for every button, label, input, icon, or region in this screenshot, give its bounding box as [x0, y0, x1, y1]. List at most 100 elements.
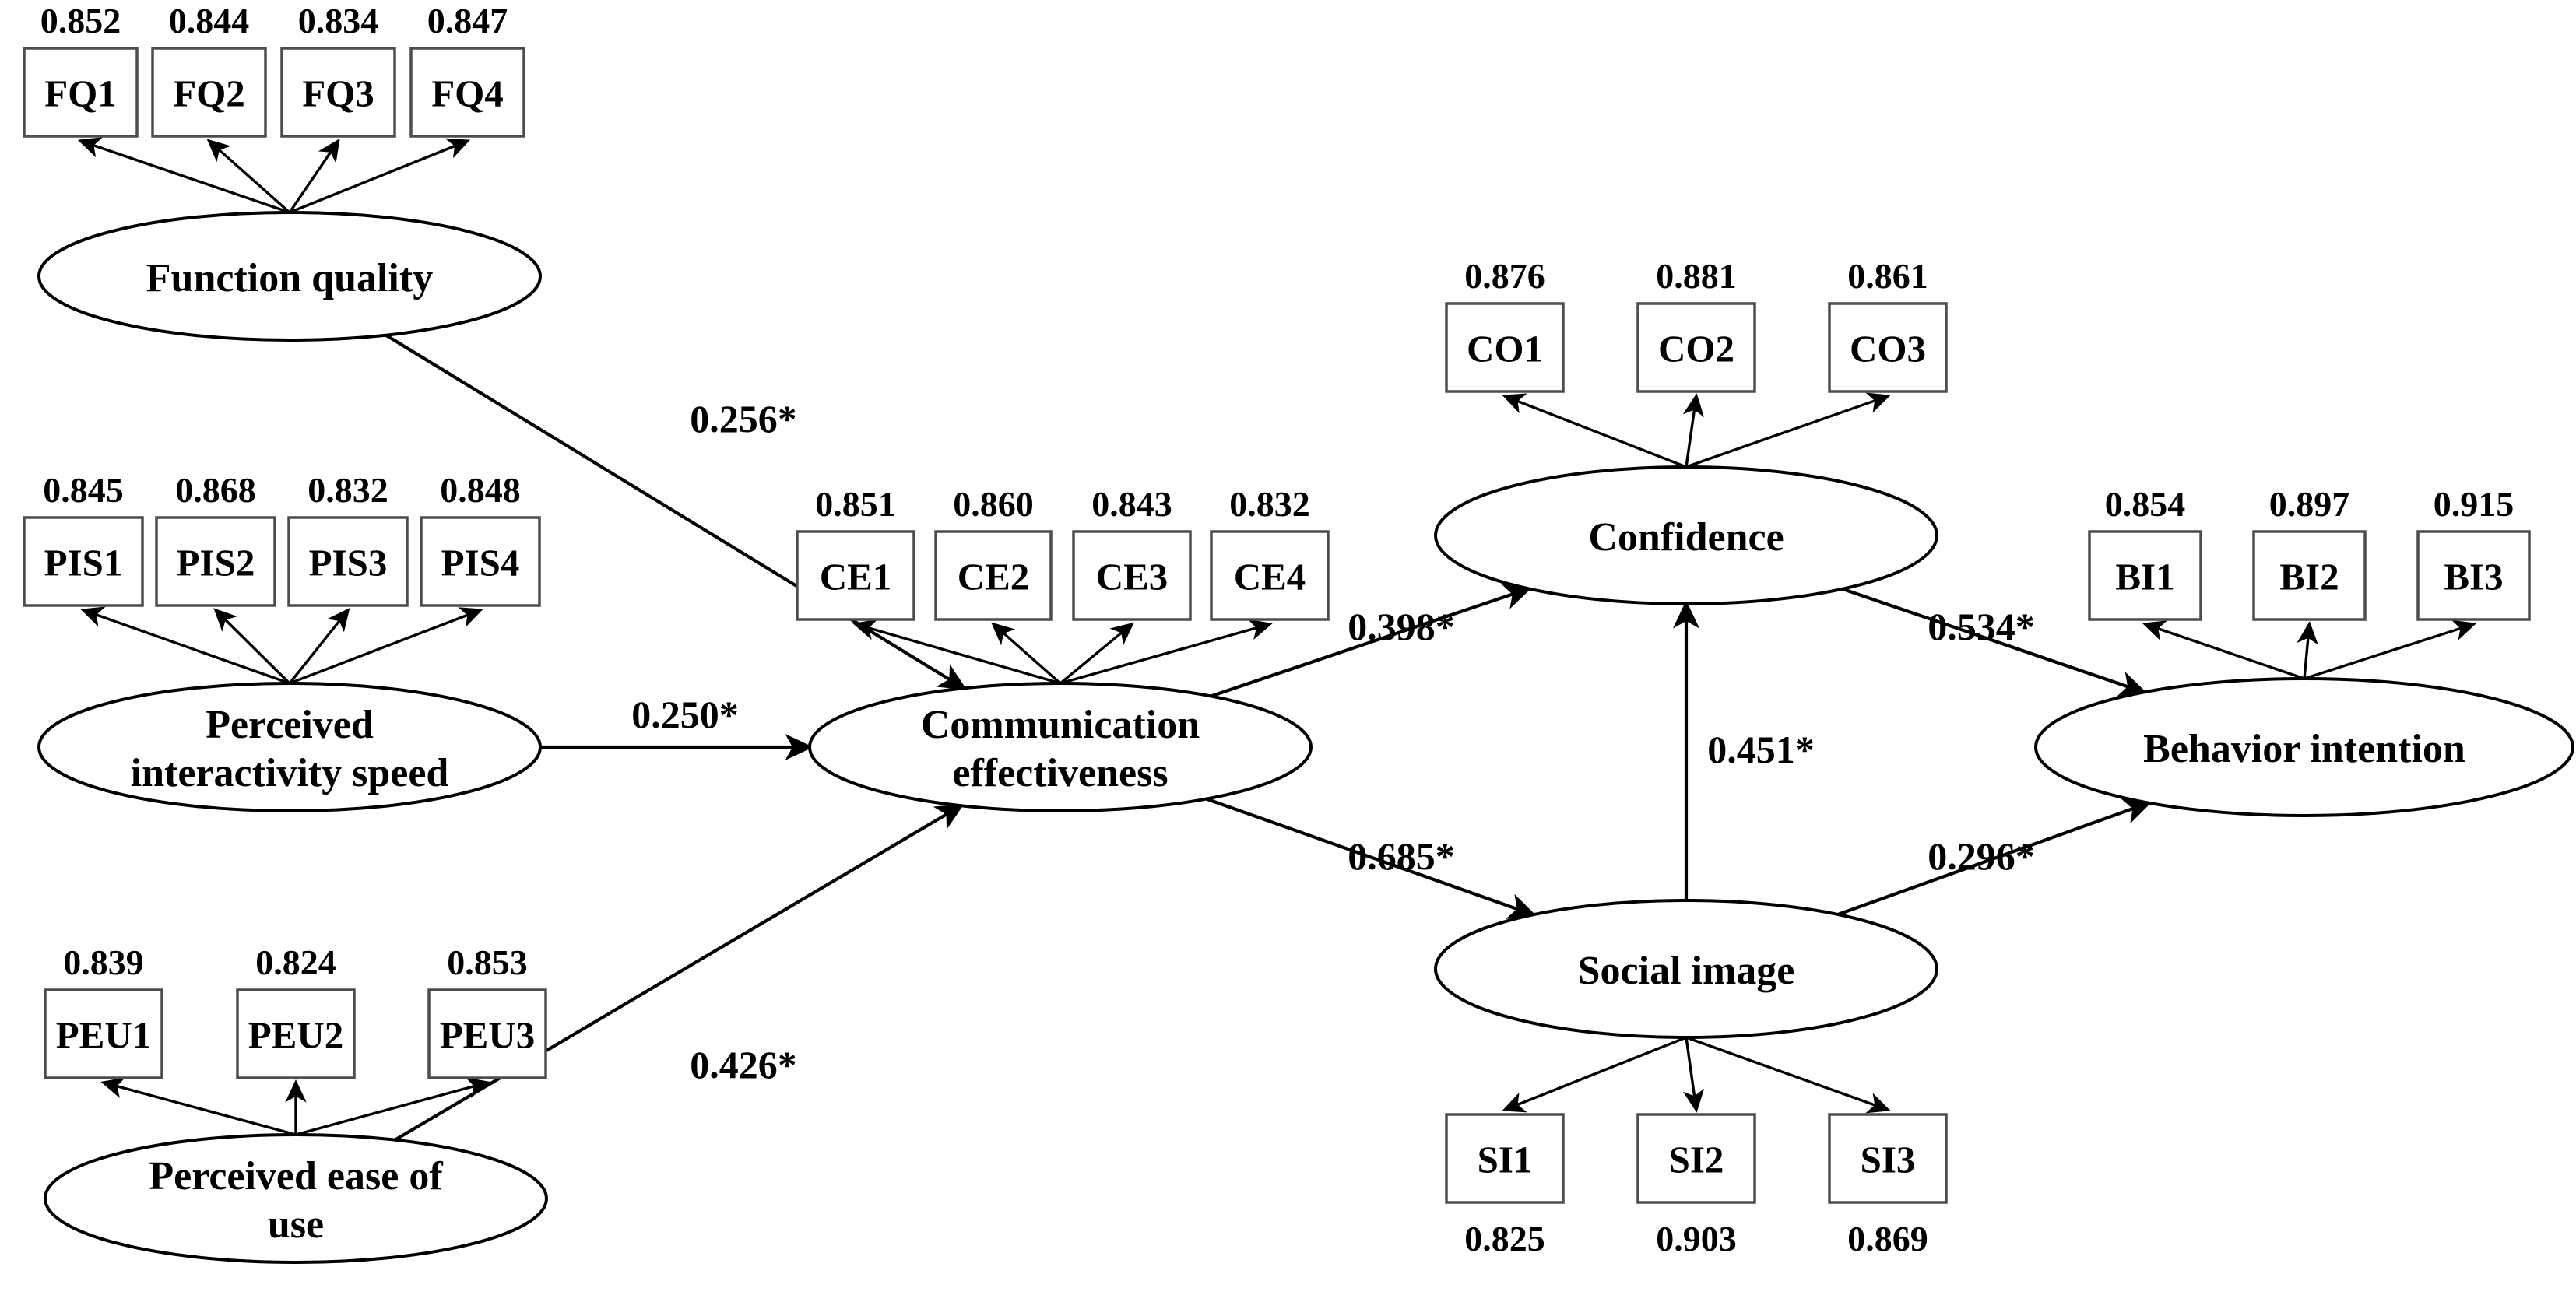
indicator-label-ce1: CE1 [820, 556, 892, 598]
construct-label-si: Social image [1578, 949, 1795, 993]
loading-arrow-bi1 [2142, 620, 2305, 680]
loading-value-bi3: 0.915 [2434, 484, 2514, 524]
indicator-label-fq2: FQ2 [173, 72, 245, 115]
path-coefficient-ce-si: 0.685* [1348, 834, 1455, 878]
path-coefficient-fq-ce: 0.256* [690, 397, 797, 440]
loading-value-pis1: 0.845 [43, 470, 124, 510]
indicator-boxes-layer: FQ10.852FQ20.844FQ30.834FQ40.847PIS10.84… [23, 1, 2531, 1258]
construct-label-ce: Communication [921, 703, 1200, 747]
indicator-label-fq1: FQ1 [44, 72, 117, 115]
indicator-box-si3[interactable] [1828, 1113, 1948, 1204]
construct-label-pis: Perceived [206, 703, 374, 747]
loading-arrow-fq2 [206, 139, 291, 214]
indicator-box-ce3[interactable] [1072, 530, 1192, 621]
indicator-box-fq4[interactable] [409, 47, 525, 138]
loading-arrow-peu3 [295, 1077, 490, 1136]
indicator-box-si1[interactable] [1445, 1113, 1565, 1204]
construct-ellipse-pis[interactable] [37, 682, 542, 812]
indicator-box-si2[interactable] [1636, 1113, 1756, 1204]
indicator-box-ce2[interactable] [934, 530, 1053, 621]
indicator-label-pis3: PIS3 [309, 542, 388, 584]
indicator-box-pis3[interactable] [287, 516, 409, 607]
indicator-box-fq1[interactable] [23, 47, 139, 138]
indicator-label-ce2: CE2 [958, 556, 1030, 598]
path-coefficient-co-bi: 0.534* [1928, 605, 2035, 648]
indicator-label-pis2: PIS2 [177, 542, 255, 584]
loading-arrow-si3 [1685, 1036, 1891, 1114]
indicator-box-ce4[interactable] [1210, 530, 1330, 621]
loading-value-fq3: 0.834 [298, 1, 379, 40]
path-coefficient-peu-ce: 0.426* [690, 1043, 797, 1086]
path-coefficient-si-co: 0.451* [1707, 728, 1815, 771]
indicator-label-pis4: PIS4 [441, 542, 520, 584]
structural-path-co-bi [1842, 587, 2148, 697]
construct-ellipse-si[interactable] [1434, 899, 1938, 1039]
indicator-label-peu3: PEU3 [440, 1014, 536, 1057]
indicator-label-pis1: PIS1 [44, 542, 123, 584]
loading-value-si1: 0.825 [1464, 1219, 1545, 1258]
construct-ellipse-co[interactable] [1434, 465, 1938, 605]
indicator-label-peu2: PEU2 [248, 1014, 344, 1057]
indicator-box-co1[interactable] [1445, 302, 1565, 393]
loading-arrow-co1 [1502, 393, 1687, 469]
loading-value-peu1: 0.839 [63, 942, 144, 982]
construct-ellipse-bi[interactable] [2034, 677, 2574, 817]
indicator-box-ce1[interactable] [796, 530, 915, 621]
loading-value-fq1: 0.852 [40, 1, 121, 40]
loading-value-peu3: 0.853 [447, 942, 528, 982]
construct-ellipse-ce[interactable] [808, 682, 1313, 812]
indicator-label-peu1: PEU1 [56, 1014, 152, 1057]
indicator-box-co2[interactable] [1636, 302, 1756, 393]
loading-value-ce1: 0.851 [815, 484, 896, 524]
construct-label-co: Confidence [1588, 515, 1784, 560]
construct-ellipse-peu[interactable] [44, 1133, 548, 1264]
indicator-box-co3[interactable] [1828, 302, 1948, 393]
indicator-box-bi1[interactable] [2088, 530, 2202, 621]
loading-value-fq2: 0.844 [169, 1, 250, 40]
loading-arrow-co3 [1685, 392, 1891, 469]
loading-arrow-pis1 [80, 606, 290, 685]
coefficient-labels-layer: 0.256* 0.250* 0.426* 0.398* 0.685* 0.451* 0.53… [631, 397, 2035, 1086]
structural-path-ce-si [1206, 797, 1537, 919]
indicator-box-pis1[interactable] [23, 516, 144, 607]
construct-label-pis: interactivity speed [131, 751, 449, 795]
loading-arrow-ce1 [852, 619, 1061, 685]
path-coefficient-pis-ce: 0.250* [631, 693, 739, 736]
loading-value-pis4: 0.848 [440, 470, 521, 510]
indicator-box-pis4[interactable] [420, 516, 541, 607]
construct-ellipse-fq[interactable] [37, 211, 542, 342]
indicator-label-ce3: CE3 [1096, 556, 1169, 598]
indicator-box-bi3[interactable] [2416, 530, 2531, 621]
loading-arrow-ce4 [1060, 619, 1273, 685]
loading-arrows-layer [77, 137, 2477, 1136]
loading-arrow-co2 [1682, 393, 1705, 468]
loading-value-pis2: 0.868 [175, 470, 256, 510]
loading-value-co1: 0.876 [1464, 256, 1545, 296]
indicator-box-pis2[interactable] [155, 516, 276, 607]
indicator-box-peu1[interactable] [44, 988, 163, 1079]
indicator-label-si1: SI1 [1478, 1139, 1533, 1181]
loading-arrow-fq1 [77, 137, 290, 214]
indicator-label-fq4: FQ4 [431, 72, 504, 115]
construct-label-ce: effectiveness [952, 751, 1168, 795]
loading-value-ce4: 0.832 [1229, 484, 1310, 524]
indicator-box-fq3[interactable] [280, 47, 396, 138]
construct-label-fq: Function quality [146, 256, 433, 300]
indicator-box-fq2[interactable] [151, 47, 267, 138]
indicator-label-si2: SI2 [1669, 1139, 1724, 1181]
loading-arrow-si2 [1682, 1037, 1705, 1113]
loading-value-fq4: 0.847 [427, 1, 508, 40]
loading-arrow-pis4 [289, 607, 483, 685]
loading-value-co3: 0.861 [1847, 256, 1928, 296]
indicator-box-peu2[interactable] [236, 988, 356, 1079]
loading-arrow-bi2 [2297, 621, 2318, 679]
path-coefficient-ce-co: 0.398* [1348, 605, 1455, 648]
loading-value-si2: 0.903 [1656, 1219, 1737, 1258]
indicator-label-bi1: BI1 [2115, 556, 2174, 598]
indicator-box-bi2[interactable] [2252, 530, 2367, 621]
indicator-box-peu3[interactable] [427, 988, 547, 1079]
construct-label-peu: use [268, 1202, 324, 1247]
